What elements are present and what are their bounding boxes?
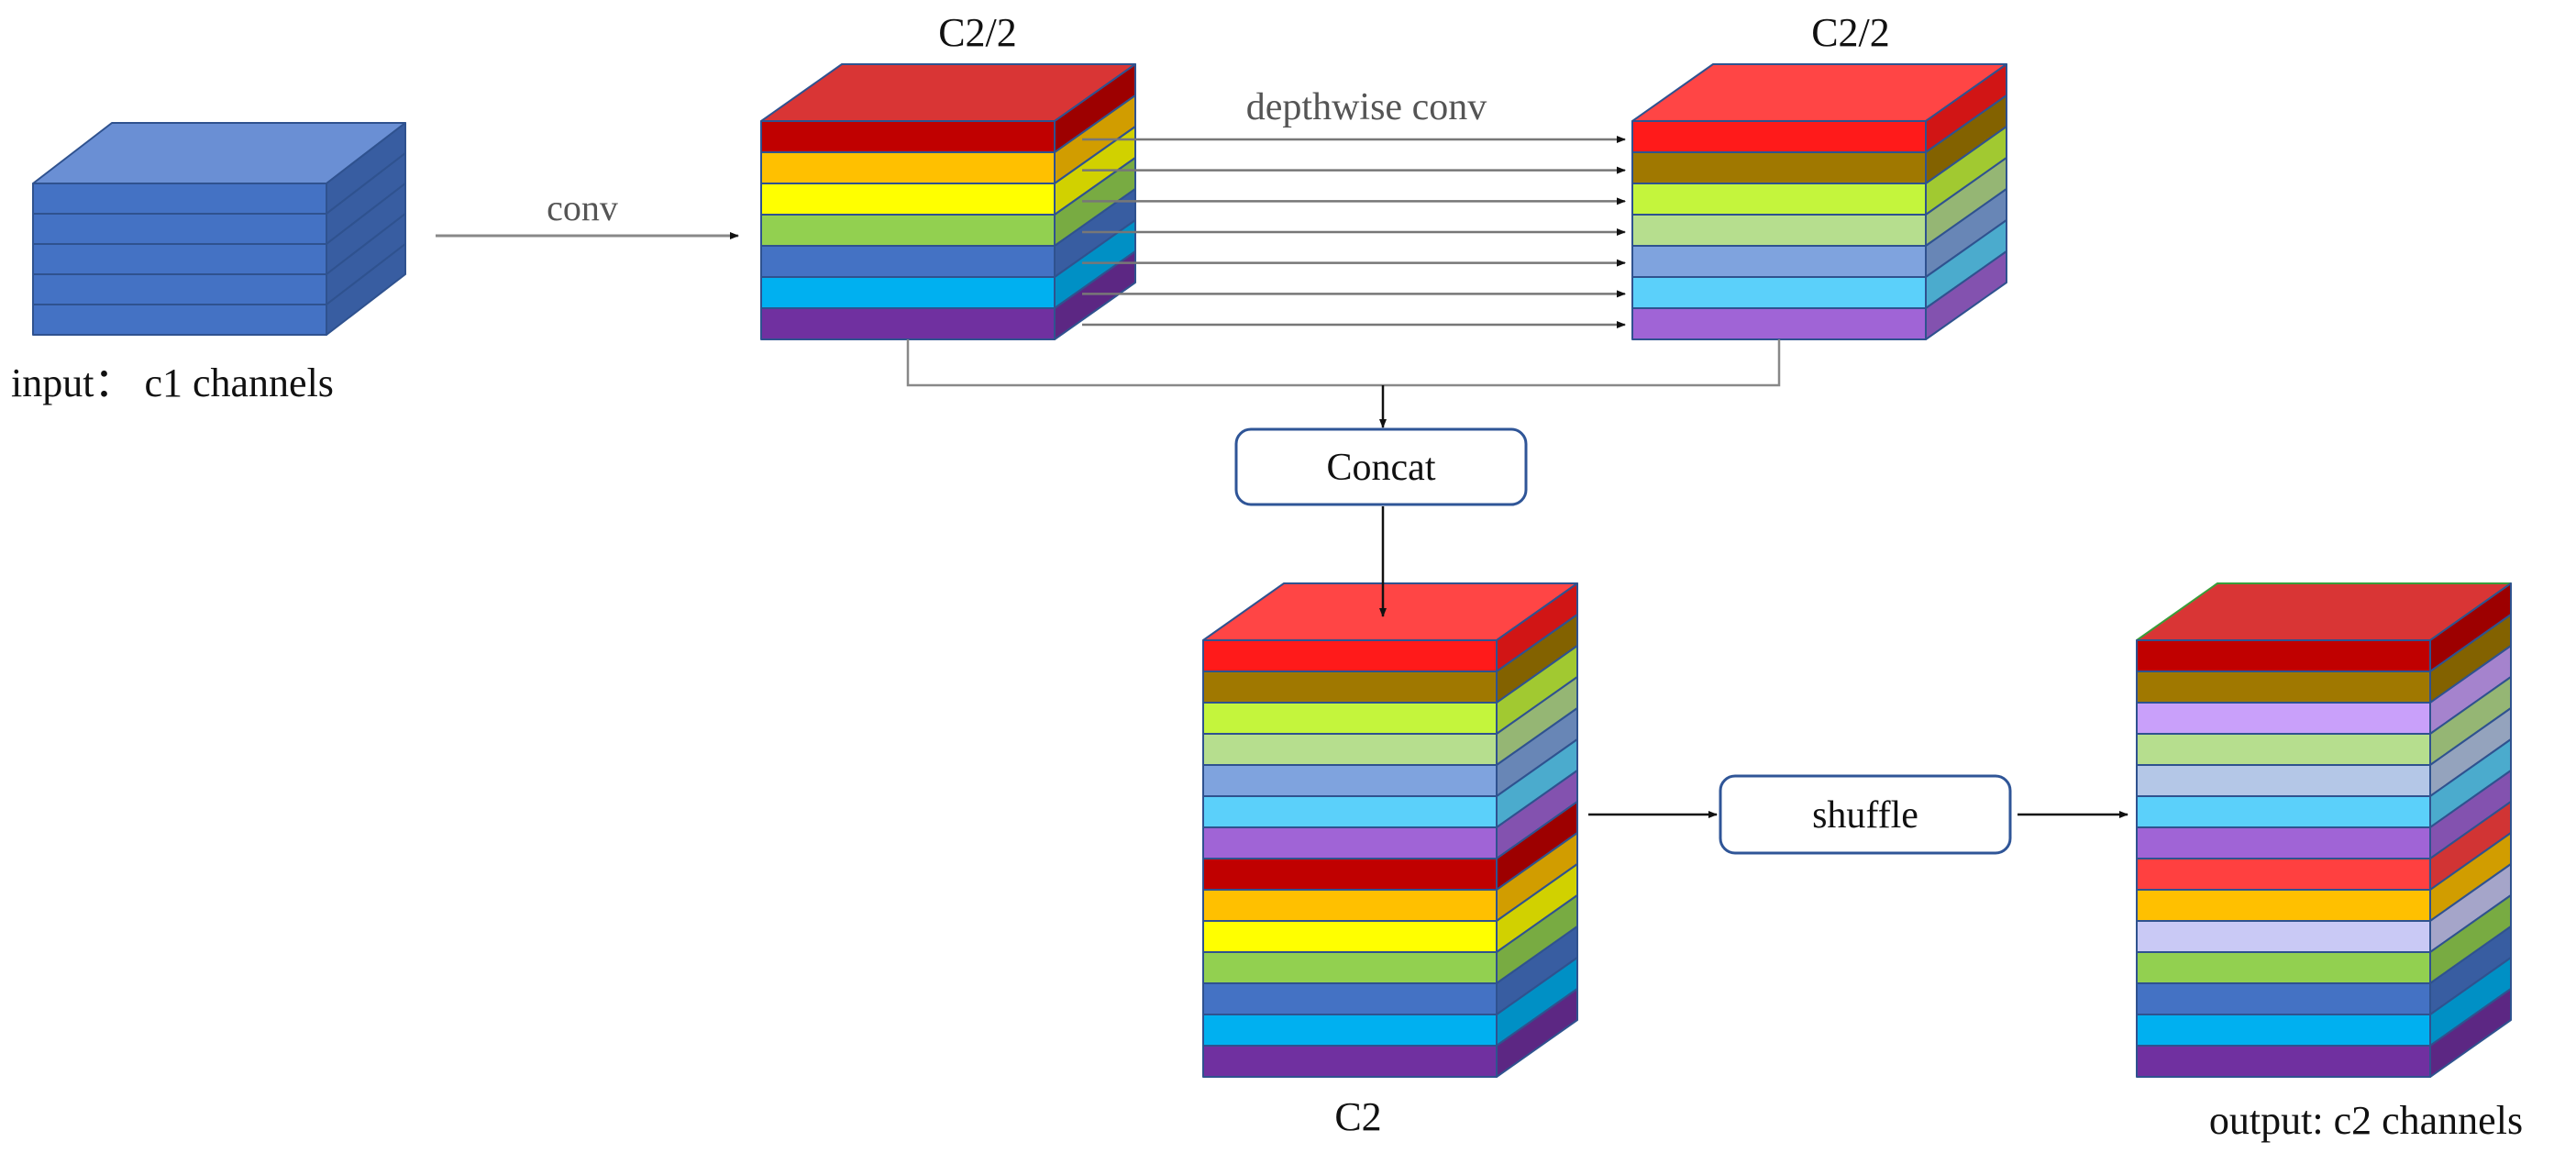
stack-layer <box>1202 920 1498 953</box>
stack-layer <box>1202 764 1498 797</box>
input-block <box>32 122 406 336</box>
concat-connector <box>906 339 1781 387</box>
stack-layer <box>1631 120 1927 153</box>
stack-layer <box>2136 1045 2431 1078</box>
concat-label: Concat <box>1327 447 1436 489</box>
stack-layer <box>2136 702 2431 735</box>
stack-layer <box>1202 982 1498 1015</box>
c2-caption: C2 <box>1334 1094 1381 1139</box>
shuffle-box <box>1719 774 2012 855</box>
stack-layer <box>760 245 1056 278</box>
stack-layer <box>1202 733 1498 766</box>
stack-layer <box>760 276 1056 309</box>
stack-layer <box>1631 151 1927 184</box>
stack-layer <box>1631 214 1927 247</box>
stack-layer <box>1202 639 1498 672</box>
stack-layer <box>1202 702 1498 735</box>
stack-layer <box>1631 307 1927 340</box>
concat-box <box>1234 427 1528 506</box>
stack-layer <box>2136 733 2431 766</box>
stack-layer <box>2136 826 2431 859</box>
stack-layer <box>760 120 1056 153</box>
stack-layer <box>1202 795 1498 828</box>
stack-layer-side <box>1496 988 1578 1078</box>
stack-layer <box>2136 889 2431 922</box>
stack-layer <box>1202 826 1498 859</box>
stack-layer <box>2136 920 2431 953</box>
stack-layer <box>2136 1014 2431 1047</box>
stack-layer <box>1202 889 1498 922</box>
stack-layer <box>1631 245 1927 278</box>
depthwise-arrows <box>1082 136 1626 328</box>
stack-layer <box>32 243 327 275</box>
stack-layer <box>1202 951 1498 984</box>
stack-layer <box>2136 951 2431 984</box>
stack-layer <box>32 273 327 305</box>
half-left-block <box>760 63 1136 340</box>
half-right-caption: C2/2 <box>1811 10 1890 55</box>
stack-layer-side <box>1925 250 2007 340</box>
stack-layer <box>760 214 1056 247</box>
stack-layer <box>2136 764 2431 797</box>
output-caption: output: c2 channels <box>2209 1098 2523 1143</box>
stack-layer <box>2136 795 2431 828</box>
stack-layer <box>2136 671 2431 704</box>
half-left-caption: C2/2 <box>938 10 1017 55</box>
output-block <box>2136 582 2512 1078</box>
input-caption: input： c1 channels <box>11 360 334 405</box>
conv-label: conv <box>547 187 618 228</box>
stack-layer <box>1202 1014 1498 1047</box>
stack-layer <box>1202 671 1498 704</box>
stack-layer <box>760 307 1056 340</box>
stack-layer <box>32 304 327 336</box>
stack-layer <box>2136 639 2431 672</box>
shuffle-label: shuffle <box>1812 794 1918 837</box>
stack-layer <box>32 213 327 245</box>
stack-layer <box>1631 276 1927 309</box>
depthwise-label: depthwise conv <box>1246 86 1487 128</box>
stack-layer <box>760 183 1056 216</box>
stack-layer <box>760 151 1056 184</box>
stack-layer <box>1202 858 1498 891</box>
stack-layer <box>1631 183 1927 216</box>
stack-layer-side <box>326 243 406 336</box>
stack-layer <box>1202 1045 1498 1078</box>
stack-layer <box>2136 982 2431 1015</box>
stack-layer-side <box>2429 988 2512 1078</box>
half-right-block <box>1631 63 2007 340</box>
stack-layer <box>2136 858 2431 891</box>
c2-block <box>1202 582 1578 1078</box>
stack-layer-side <box>1054 250 1136 340</box>
stack-layer <box>32 183 327 215</box>
